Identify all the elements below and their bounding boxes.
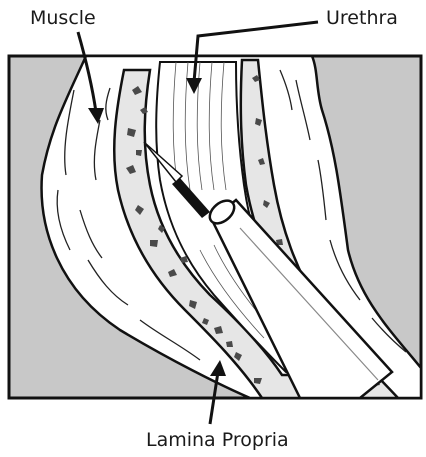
label-lamina-propria: Lamina Propria (146, 429, 289, 451)
label-muscle: Muscle (30, 7, 96, 29)
label-urethra: Urethra (326, 7, 398, 29)
